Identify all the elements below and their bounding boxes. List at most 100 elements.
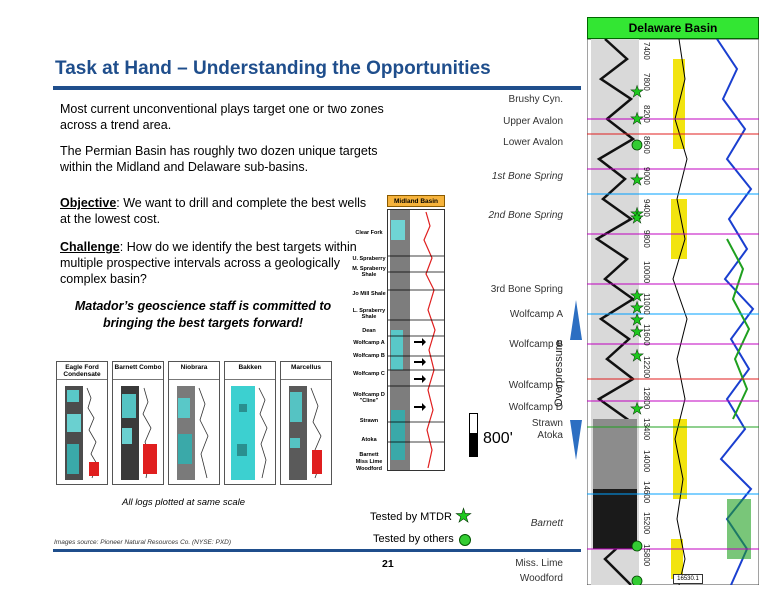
svg-text:★: ★ [630, 84, 644, 101]
midland-zone-label: Wolfcamp C [353, 371, 385, 377]
challenge-label: Challenge [60, 240, 120, 254]
svg-text:★: ★ [630, 111, 644, 128]
midland-zone-label: Wolfcamp A [353, 340, 385, 346]
objective-label: Objective [60, 196, 117, 210]
svg-text:★: ★ [630, 401, 644, 418]
midland-zone-label: Strawn [359, 418, 379, 424]
challenge-paragraph: Challenge: How do we identify the best t… [60, 239, 380, 287]
image-source: Images source: Pioneer Natural Resources… [54, 539, 232, 546]
formation-label: Strawn [531, 418, 563, 429]
midland-zone-label: L. Spraberry Shale [352, 308, 386, 320]
formation-label: Wolfcamp A [509, 309, 563, 320]
formation-label: Miss. Lime [515, 558, 563, 569]
play-log-image [65, 386, 99, 480]
depth-label: 15200 [642, 512, 651, 535]
play-panel: Bakken [224, 361, 276, 485]
play-panel: Marcellus [280, 361, 332, 485]
midland-zone-label: Wolfcamp B [353, 353, 385, 359]
midland-zone-label: Dean [362, 328, 376, 334]
midland-zone-label: M. Spraberry Shale [352, 266, 386, 278]
depth-readout: 16530.1 [673, 574, 703, 584]
play-label: Eagle Ford Condensate [57, 362, 107, 380]
scale-note: All logs plotted at same scale [122, 497, 246, 508]
permian-paragraph: The Permian Basin has roughly two dozen … [60, 144, 378, 174]
depth-label: 10000 [642, 261, 651, 284]
overpressure-label: Overpressure [553, 340, 565, 407]
play-label: Marcellus [281, 362, 331, 380]
midland-zone-label: U. Spraberry [352, 256, 386, 262]
svg-text:★: ★ [630, 172, 644, 189]
midland-zone-label: Clear Fork [355, 230, 383, 236]
play-log-image [231, 386, 268, 480]
formation-label: Brushy Cyn. [508, 94, 563, 105]
svg-text:★: ★ [630, 324, 644, 341]
play-log-image [177, 386, 209, 480]
depth-label: 7800 [642, 73, 651, 91]
depth-label: 13400 [642, 418, 651, 441]
midland-basin-log: Midland Basin Clear Fork U. Spraberr [351, 195, 448, 475]
formation-label: Atoka [537, 430, 563, 441]
depth-label: 7400 [642, 42, 651, 60]
scale-bar-label: 800' [483, 430, 513, 447]
depth-label: 9800 [642, 230, 651, 248]
legend-tested-others: Tested by others [373, 533, 454, 545]
commitment-statement: Matador’s geoscience staff is committed … [74, 299, 332, 330]
challenge-text: : How do we identify the best targets wi… [60, 240, 357, 286]
delaware-basin-title: Delaware Basin [587, 17, 759, 39]
formation-label: 1st Bone Spring [491, 171, 563, 182]
other-plays-logs: Eagle Ford Condensate Barnett Combo Niob… [36, 353, 332, 485]
objective-text: : We want to drill and complete the best… [60, 196, 367, 226]
page-number: 21 [382, 558, 394, 570]
star-icon: ★ [455, 506, 473, 527]
overpressure-arrow-icon [570, 300, 582, 460]
midland-zone-label: Atoka [361, 437, 377, 443]
formation-label: Woodford [519, 573, 563, 584]
depth-label: 12200 [642, 356, 651, 379]
formation-label: Upper Avalon [503, 116, 563, 127]
depth-label: 8600 [642, 136, 651, 154]
svg-text:★: ★ [630, 210, 644, 227]
scale-bar [469, 413, 478, 457]
svg-text:★: ★ [630, 300, 644, 317]
play-label: Niobrara [169, 362, 219, 380]
slide-title: Task at Hand – Understanding the Opportu… [55, 58, 491, 79]
depth-label: 12800 [642, 387, 651, 410]
midland-zone-label: Woodford [356, 466, 382, 472]
play-panel: Eagle Ford Condensate [56, 361, 108, 485]
formation-label: Barnett [530, 518, 563, 529]
midland-zone-label: Miss Lime [355, 459, 383, 465]
play-log-image [289, 386, 322, 480]
formation-label: Wolfcamp C [508, 380, 563, 391]
depth-label: 8200 [642, 105, 651, 123]
depth-label: 9400 [642, 199, 651, 217]
circle-icon [459, 534, 471, 546]
svg-text:★: ★ [630, 206, 644, 223]
depth-label: 11600 [642, 324, 651, 346]
play-label: Barnett Combo [113, 362, 163, 380]
title-rule [53, 86, 581, 90]
formation-label: Lower Avalon [503, 137, 563, 148]
formation-label: 2nd Bone Spring [488, 210, 563, 221]
svg-text:★: ★ [630, 348, 644, 365]
play-log-image [121, 386, 157, 480]
formation-label: Wolfcamp B [509, 339, 563, 350]
midland-zone-label: Barnett [359, 452, 379, 458]
svg-text:★: ★ [630, 312, 644, 329]
midland-zone-label: Jo Mill Shale [352, 291, 386, 297]
midland-log-frame [387, 209, 445, 471]
play-panel: Barnett Combo [112, 361, 164, 485]
delaware-basin-log: ★ ★ ★ ★ ★ ★ ★ ★ ★ ★ ★ [587, 39, 759, 585]
depth-label: 14000 [642, 450, 651, 473]
objective-paragraph: Objective: We want to drill and complete… [60, 195, 380, 227]
depth-label: 14600 [642, 481, 651, 504]
depth-label: 15800 [642, 544, 651, 567]
formation-label: Wolfcamp D [508, 402, 563, 413]
midland-title: Midland Basin [387, 195, 445, 207]
midland-zone-label: Wolfcamp D "Cline" [353, 392, 385, 404]
play-label: Bakken [225, 362, 275, 380]
formation-label: 3rd Bone Spring [490, 284, 563, 295]
legend-tested-mtdr: Tested by MTDR [370, 511, 452, 523]
play-panel: Niobrara [168, 361, 220, 485]
depth-label: 11000 [642, 293, 651, 315]
footer-rule [53, 549, 581, 552]
